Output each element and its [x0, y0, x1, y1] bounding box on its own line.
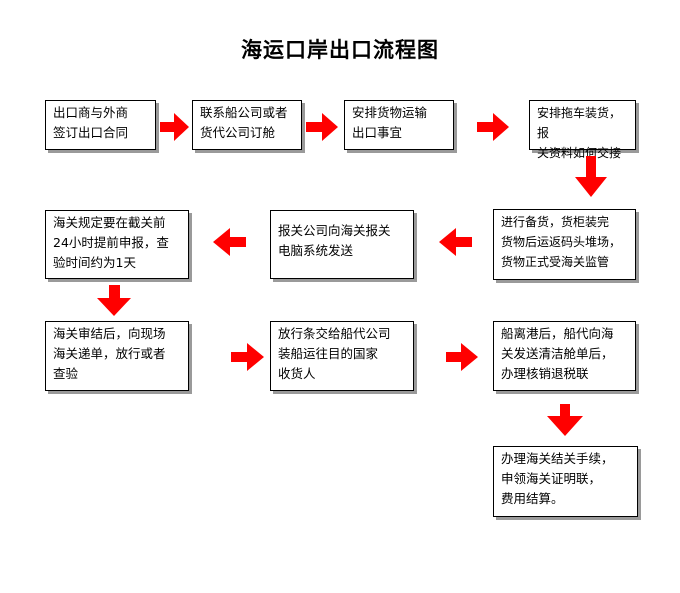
arrow-right-4 — [231, 343, 264, 371]
step-customs-deadline: 海关规定要在截关前 24小时提前申报，查 验时间约为1天 — [45, 210, 189, 279]
diagram-title: 海运口岸出口流程图 — [241, 38, 439, 62]
step-arrange-transport: 安排货物运输 出口事宜 — [344, 100, 454, 150]
step-sign-contract: 出口商与外商 签订出口合同 — [45, 100, 156, 150]
step-release-shipment: 放行条交给船代公司 装船运往目的国家 收货人 — [270, 321, 414, 391]
step-book-shipping: 联系船公司或者 货代公司订舱 — [192, 100, 302, 150]
step-ship-departure: 船离港后，船代向海 关发送清洁舱单后， 办理核销退税联 — [493, 321, 636, 391]
arrow-right-3 — [477, 113, 509, 141]
arrow-down-3 — [547, 404, 583, 436]
arrow-left-2 — [213, 228, 246, 256]
arrow-right-1 — [160, 113, 189, 141]
step-customs-review: 海关审结后，向现场 海关递单，放行或者 查验 — [45, 321, 189, 391]
step-prepare-goods: 进行备货，货柜装完 货物后运返码头堆场， 货物正式受海关监管 — [493, 209, 636, 280]
step-customs-declaration-send: 报关公司向海关报关 电脑系统发送 — [270, 210, 414, 279]
arrow-right-5 — [446, 343, 478, 371]
arrow-left-1 — [439, 228, 472, 256]
arrow-down-2 — [97, 285, 131, 316]
arrow-right-2 — [306, 113, 338, 141]
arrow-down-1 — [575, 156, 607, 197]
step-customs-clearance: 办理海关结关手续， 申领海关证明联， 费用结算。 — [493, 446, 638, 517]
step-arrange-trucking: 安排拖车装货，报 关资料如何交接 — [529, 100, 636, 160]
